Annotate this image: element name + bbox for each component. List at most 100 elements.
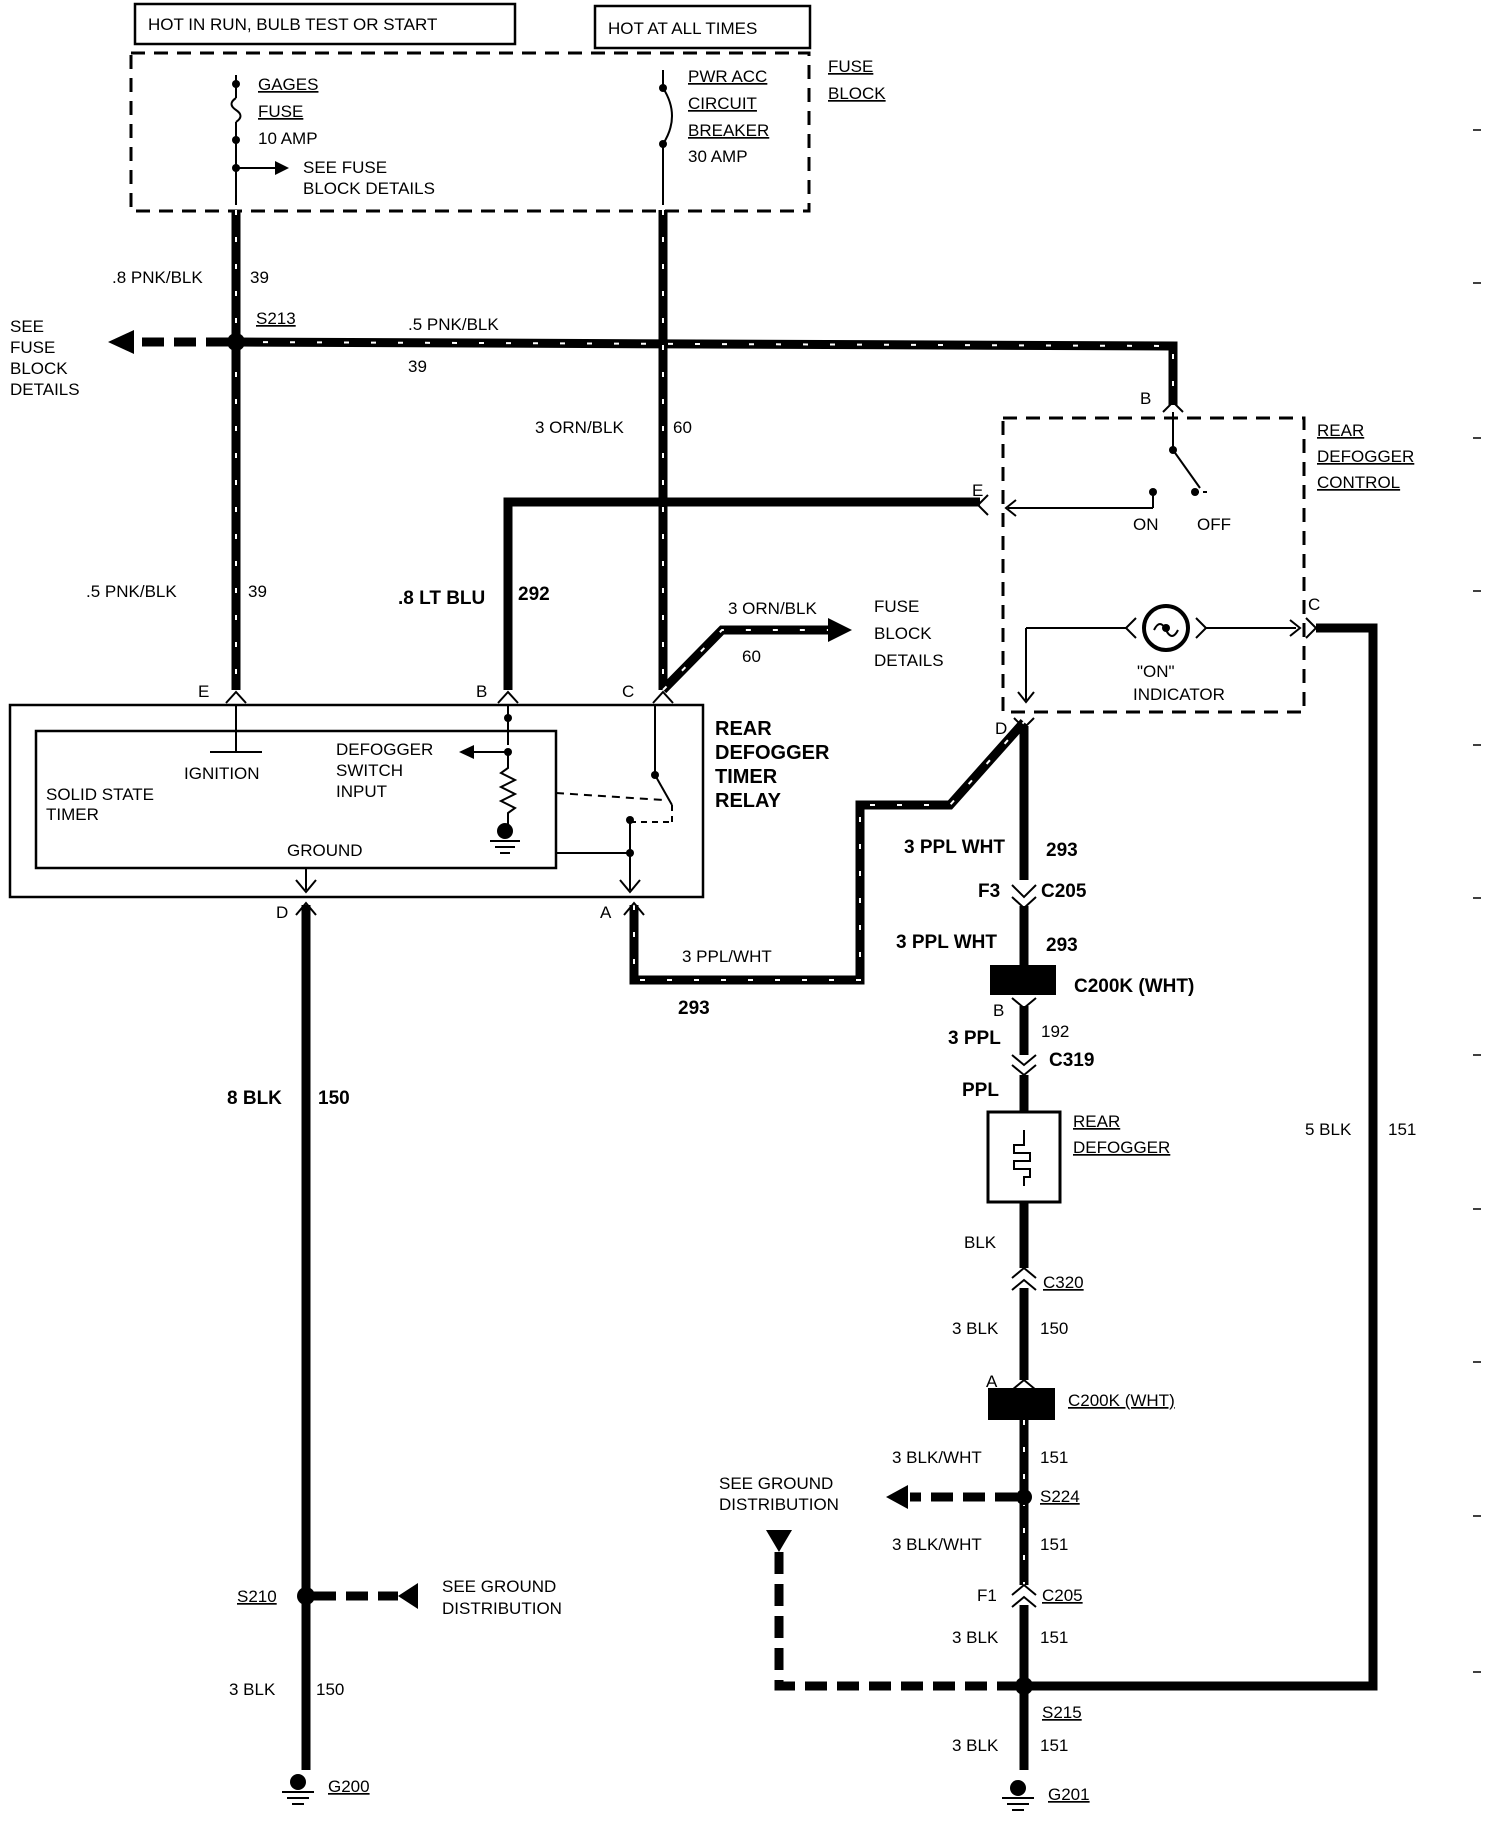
relay-pin-e: E — [198, 682, 209, 701]
gages-amp-label: 10 AMP — [258, 129, 318, 148]
blk-label: BLK — [964, 1233, 997, 1252]
see-fuse-label-2: BLOCK DETAILS — [303, 179, 435, 198]
wire-39-low-color: .5 PNK/BLK — [86, 582, 177, 601]
arrow-right-icon — [275, 161, 289, 175]
header-box-hot-all — [593, 4, 812, 50]
arrow-right-icon — [828, 618, 852, 642]
wire-60b-color: 3 ORN/BLK — [728, 599, 817, 618]
switch-on-label: ON — [1133, 515, 1159, 534]
wire-60b-num: 60 — [742, 647, 761, 666]
see-ground-2: DISTRIBUTION — [442, 1599, 562, 1618]
f3-label: F3 — [978, 881, 1000, 902]
splice-s213 — [227, 333, 245, 351]
wire-192-num: 192 — [1041, 1022, 1069, 1041]
s224-label: S224 — [1040, 1487, 1080, 1506]
solid-state-2: TIMER — [46, 805, 99, 824]
see-ground-right-2: DISTRIBUTION — [719, 1495, 839, 1514]
ignition-label: IGNITION — [184, 764, 260, 783]
see-fuse-left-4: DETAILS — [10, 380, 80, 399]
g200-label: G200 — [328, 1777, 370, 1796]
switch-input-3: INPUT — [336, 782, 387, 801]
wire-150b-num: 150 — [316, 1680, 344, 1699]
wire-39-h-num: 39 — [408, 357, 427, 376]
defogger-label-1: REAR — [1073, 1112, 1120, 1131]
wire-151d-num: 151 — [1040, 1736, 1068, 1755]
wire-151-side-color: 5 BLK — [1305, 1120, 1352, 1139]
rear-defogger-grid — [986, 1110, 1062, 1204]
indicator-label-2: INDICATOR — [1133, 685, 1225, 704]
header-hot-all: HOT AT ALL TIMES — [608, 19, 757, 38]
control-pin-e: E — [972, 481, 983, 500]
relay-title-3: TIMER — [715, 766, 778, 788]
wire-150r-color: 3 BLK — [952, 1319, 999, 1338]
c200k-connector — [990, 965, 1056, 995]
wire-151-side-num: 151 — [1388, 1120, 1416, 1139]
wire-293-num: 293 — [1046, 840, 1078, 861]
control-box — [1001, 416, 1306, 714]
pwr-acc-label: PWR ACC — [688, 67, 767, 86]
wire-151-side — [1024, 623, 1378, 1691]
see-fuse-left-1: SEE — [10, 317, 44, 336]
breaker-amp-label: 30 AMP — [688, 147, 748, 166]
relay-ground-label: GROUND — [287, 841, 363, 860]
control-title-2: DEFOGGER — [1317, 447, 1414, 466]
relay-pin-a: A — [600, 903, 612, 922]
arrow-down-icon — [766, 1530, 792, 1552]
relay-title-2: DEFOGGER — [715, 742, 830, 764]
indicator-label-1: "ON" — [1137, 662, 1175, 681]
see-fuse-label-1: SEE FUSE — [303, 158, 387, 177]
arrow-left-icon — [886, 1485, 908, 1509]
gages-fuse-symbol — [230, 97, 242, 123]
wire-192-color: 3 PPL — [948, 1028, 1001, 1049]
wire-292-num: 292 — [518, 584, 550, 605]
relay-outer-box — [8, 703, 705, 899]
arrow-left-icon — [398, 1583, 418, 1609]
solid-state-1: SOLID STATE — [46, 785, 154, 804]
wire-293a-color: 3 PPL/WHT — [682, 947, 772, 966]
wire-151a-color: 3 BLK/WHT — [892, 1448, 982, 1467]
wire-151c-color: 3 BLK — [952, 1628, 999, 1647]
ppl-label: PPL — [962, 1080, 999, 1101]
control-title-3: CONTROL — [1317, 473, 1400, 492]
arrow-left-icon — [108, 330, 134, 354]
see-ground-1: SEE GROUND — [442, 1577, 556, 1596]
wire-60-color: 3 ORN/BLK — [535, 418, 624, 437]
wire-39-horizontal — [235, 337, 1178, 405]
c200k-b-label: C200K (WHT) — [1068, 1391, 1175, 1410]
wire-39-low-num: 39 — [248, 582, 267, 601]
switch-off-label: OFF — [1197, 515, 1231, 534]
splice-s210 — [297, 1587, 315, 1605]
margin-ticks — [1473, 129, 1481, 1673]
wire-ground-dist-loop — [774, 1552, 1016, 1691]
wire-151b-color: 3 BLK/WHT — [892, 1535, 982, 1554]
circuit-breaker-symbol — [662, 87, 673, 145]
see-fuse-left-3: BLOCK — [10, 359, 68, 378]
wire-39-top-color: .8 PNK/BLK — [112, 268, 203, 287]
gages-fuse-label: FUSE — [258, 102, 303, 121]
c319-label: C319 — [1049, 1050, 1094, 1071]
wire-150r-num: 150 — [1040, 1319, 1068, 1338]
see-fuse-left-2: FUSE — [10, 338, 55, 357]
c200k-label: C200K (WHT) — [1074, 976, 1194, 997]
control-pin-d: D — [995, 719, 1007, 738]
wire-150-num: 150 — [318, 1088, 350, 1109]
fuse-details-3: DETAILS — [874, 651, 944, 670]
defogger-label-2: DEFOGGER — [1073, 1138, 1170, 1157]
relay-pin-c: C — [622, 682, 634, 701]
c205b-label: C205 — [1042, 1586, 1083, 1605]
control-title-1: REAR — [1317, 421, 1364, 440]
switch-input-1: DEFOGGER — [336, 740, 433, 759]
c320-label: C320 — [1043, 1273, 1084, 1292]
relay-title-4: RELAY — [715, 790, 782, 812]
wire-293b-color: 3 PPL WHT — [896, 932, 997, 953]
fuse-block-label-2: BLOCK — [828, 84, 886, 103]
splice-s215 — [1015, 1677, 1033, 1695]
relay-title-1: REAR — [715, 718, 772, 740]
fuse-block-label-1: FUSE — [828, 57, 873, 76]
fuse-details-2: BLOCK — [874, 624, 932, 643]
wire-150b-color: 3 BLK — [229, 1680, 276, 1699]
c205-label: C205 — [1041, 881, 1087, 902]
wire-150-color: 8 BLK — [227, 1088, 282, 1109]
arrow-left-icon — [459, 745, 474, 759]
